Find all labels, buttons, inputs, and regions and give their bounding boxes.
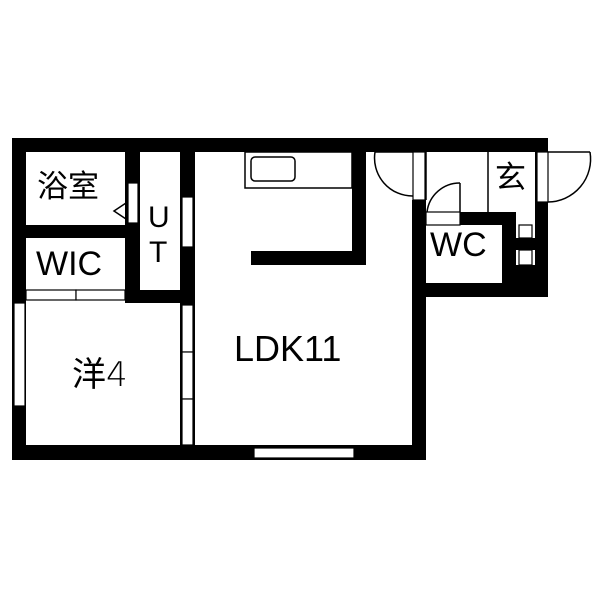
fixtures: [112, 151, 592, 220]
room-label-wic: WIC: [36, 245, 103, 283]
room-label-ldk: LDK11: [234, 328, 342, 369]
room-label-utility-t: T: [149, 236, 168, 269]
room-label-bath: 浴室: [37, 169, 99, 205]
openings: [13, 151, 549, 459]
room-label-western-room: 洋4: [72, 355, 128, 395]
room-label-utility-u: U: [148, 201, 170, 234]
room-label-toilet: WC: [430, 226, 487, 264]
room-label-entrance: 玄: [495, 160, 526, 196]
